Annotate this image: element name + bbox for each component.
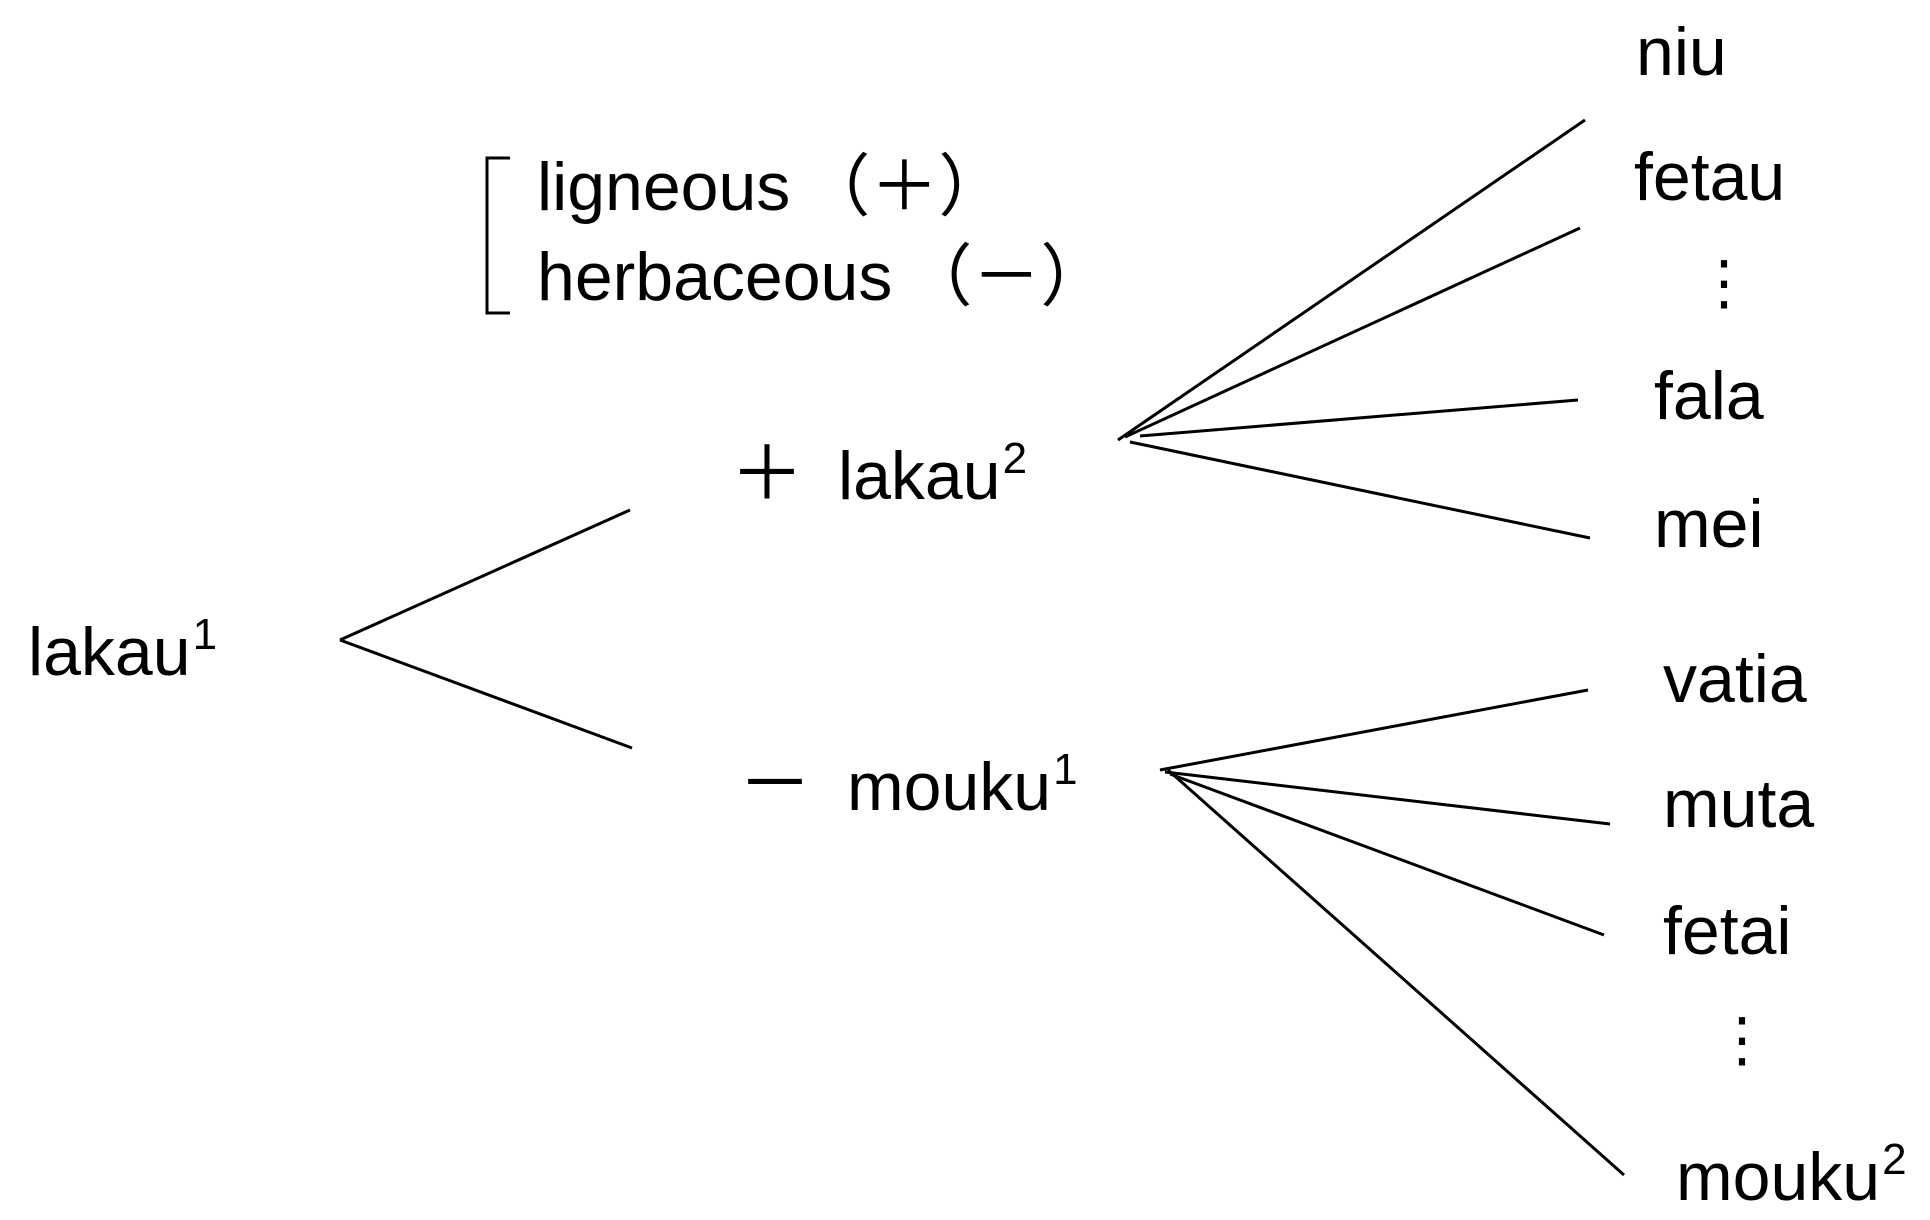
leaf-mouku2: mouku2 xyxy=(1676,1138,1907,1212)
branch-mouku1: mouku1 xyxy=(847,748,1078,822)
leaf-muta: muta xyxy=(1663,766,1815,842)
edge-mouku1-to-fetai xyxy=(1169,772,1605,937)
branch-mouku1-label: mouku xyxy=(847,749,1052,825)
plus-sign: ＋ xyxy=(730,431,804,517)
leaf-mouku2-label: mouku xyxy=(1676,1139,1881,1215)
edge-mouku1-to-vatia xyxy=(1159,688,1589,772)
legend-bracket xyxy=(485,156,510,315)
ellipsis-plus: ⋮ xyxy=(1694,248,1754,318)
ellipsis-minus: ⋮ xyxy=(1712,1005,1772,1075)
edge-mouku1-to-muta xyxy=(1164,770,1611,826)
edge-mouku1-to-mouku2 xyxy=(1167,768,1625,1177)
leaf-fala: fala xyxy=(1654,358,1764,434)
legend-herbaceous-label: herbaceous xyxy=(537,239,893,315)
branch-lakau2: lakau2 xyxy=(838,437,1027,511)
leaf-mouku2-superscript: 2 xyxy=(1882,1135,1907,1184)
leaf-fetai: fetai xyxy=(1663,893,1792,969)
edge-root-to-mouku1 xyxy=(339,638,633,750)
edge-lakau2-to-fetau xyxy=(1124,226,1581,439)
leaf-mei: mei xyxy=(1654,486,1764,562)
root-node: lakau1 xyxy=(28,613,217,687)
root-node-label: lakau xyxy=(28,614,191,690)
branch-lakau2-superscript: 2 xyxy=(1002,434,1028,483)
branch-mouku1-superscript: 1 xyxy=(1053,745,1078,794)
leaf-vatia: vatia xyxy=(1663,641,1807,717)
edge-lakau2-to-mei xyxy=(1129,440,1591,540)
legend-herbaceous-mark: （－） xyxy=(904,239,1109,315)
legend-ligneous: ligneous（＋） xyxy=(537,153,1006,221)
leaf-niu: niu xyxy=(1636,14,1727,90)
root-node-superscript: 1 xyxy=(192,610,218,659)
legend-ligneous-label: ligneous xyxy=(537,149,791,225)
edge-lakau2-to-fala xyxy=(1139,398,1579,438)
edge-root-to-lakau2 xyxy=(339,508,631,642)
minus-sign: － xyxy=(738,741,812,827)
legend-herbaceous: herbaceous（－） xyxy=(537,243,1108,311)
legend-ligneous-mark: （＋） xyxy=(802,149,1007,225)
branch-lakau2-label: lakau xyxy=(838,438,1001,514)
edge-lakau2-to-niu xyxy=(1117,118,1586,442)
leaf-fetau: fetau xyxy=(1634,139,1786,215)
